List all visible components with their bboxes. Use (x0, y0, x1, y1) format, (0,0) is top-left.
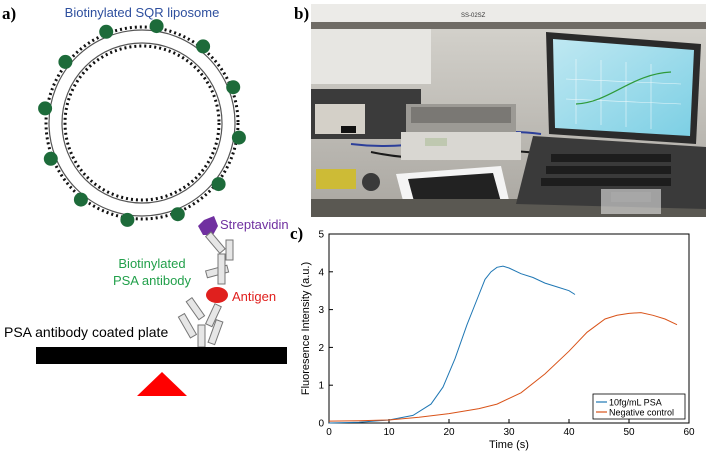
biotin-bead (73, 192, 88, 207)
biotin-bead (149, 19, 164, 34)
streptavidin-label: Streptavidin (220, 217, 289, 232)
y-tick-label: 2 (318, 343, 324, 354)
x-tick-label: 10 (383, 427, 395, 438)
x-tick-label: 0 (326, 427, 332, 438)
y-tick-label: 1 (318, 381, 324, 392)
lab-setup-drawing: SS-02SZ (311, 4, 706, 217)
antigen-label: Antigen (232, 289, 276, 304)
fluorescence-chart: 0 10 20 30 40 50 60 0 1 2 3 4 5 Time (s) Fluoresence… (300, 230, 695, 452)
biotin-bead (58, 54, 73, 69)
coated-plate (36, 347, 287, 364)
plot-area (328, 233, 690, 424)
biotin-bead (43, 151, 58, 166)
x-tick-label: 60 (683, 427, 695, 438)
schematic-panel: Biotinylated SQR liposome Streptavidin B… (4, 5, 289, 396)
series-line-0 (328, 265, 576, 424)
biotin-bead (226, 80, 241, 95)
pivot-triangle-icon (137, 372, 187, 396)
biotinylated-antibody-icon (204, 231, 234, 285)
biotin-bead (196, 39, 211, 54)
biotin-bead (120, 212, 135, 227)
antibody-label-line2: PSA antibody (113, 273, 192, 288)
antibody-label-line1: Biotinylated (118, 256, 185, 271)
biotin-bead (231, 130, 246, 145)
x-tick-label: 50 (623, 427, 635, 438)
x-tick-label: 40 (563, 427, 575, 438)
plate-label: PSA antibody coated plate (4, 324, 168, 340)
panel-a-label: a) (2, 4, 17, 23)
liposome-beads (38, 19, 246, 227)
legend-label: Negative control (609, 408, 674, 418)
y-tick-label: 4 (318, 267, 324, 278)
antigen-icon (206, 287, 228, 303)
panel-b-label: b) (294, 4, 310, 23)
liposome-title: Biotinylated SQR liposome (65, 5, 220, 20)
x-tick-label: 30 (503, 427, 515, 438)
biotin-bead (170, 207, 185, 222)
panel-c-label: c) (290, 224, 304, 243)
biotin-bead (38, 101, 53, 116)
capture-antibody-icon (177, 296, 224, 348)
liposome-membrane (44, 25, 240, 221)
lab-setup-photo: SS-02SZ (311, 4, 706, 217)
y-axis-title: Fluoresence Intensity (a.u.) (300, 262, 312, 395)
x-axis-title: Time (s) (489, 439, 529, 451)
biotin-bead (211, 177, 226, 192)
series-lines (328, 265, 678, 424)
biotin-bead (99, 24, 114, 39)
y-tick-label: 3 (318, 305, 324, 316)
axis-ticks: 0 10 20 30 40 50 60 0 1 2 3 4 5 (318, 230, 695, 439)
x-tick-label: 20 (443, 427, 455, 438)
legend-label: 10fg/mL PSA (609, 398, 662, 408)
legend-box (592, 393, 686, 420)
series-line-1 (328, 312, 678, 422)
y-tick-label: 0 (318, 419, 324, 430)
y-tick-label: 5 (318, 230, 324, 241)
shelf-label: SS-02SZ (461, 13, 486, 19)
streptavidin-icon (198, 216, 218, 235)
